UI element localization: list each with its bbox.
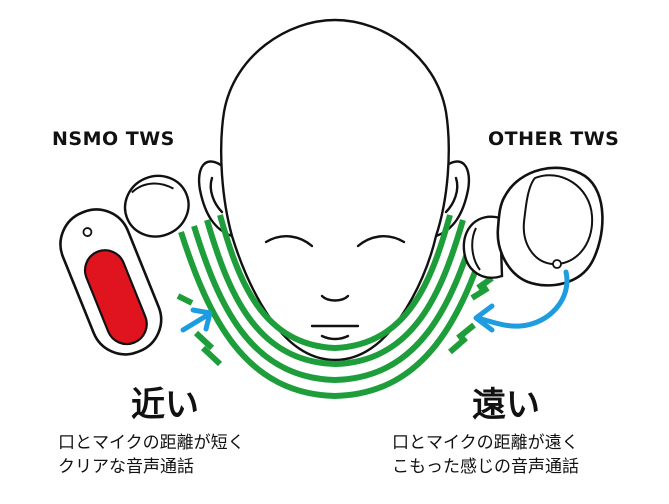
right-mic-arrow <box>475 269 570 329</box>
other-earbud-icon <box>462 166 604 287</box>
wave-2 <box>204 219 466 368</box>
right-mic-arrowhead <box>473 303 495 333</box>
nsmo-earbud-stem <box>83 249 148 346</box>
wave-seg-right-1 <box>476 275 494 291</box>
nose <box>320 294 350 302</box>
wave-seg-right-3 <box>456 322 476 341</box>
nsmo-ear-tip <box>123 174 190 238</box>
wave-seg-left-2 <box>193 330 215 351</box>
nsmo-model-label: NSMO TWS <box>52 128 175 150</box>
right-ear-inner <box>444 176 459 214</box>
sound-wave-icon <box>176 214 494 400</box>
wave-seg-right-4 <box>448 335 468 355</box>
left-eye <box>264 235 314 248</box>
wave-4 <box>178 231 492 400</box>
wave-3 <box>191 225 479 384</box>
near-label: 近い <box>131 385 199 425</box>
left-mic-arrowhead <box>190 307 213 332</box>
other-description-line-2: こもった感じの音声通話 <box>392 457 579 477</box>
wave-seg-right-2 <box>470 285 490 301</box>
nsmo-earbud-led <box>82 227 93 237</box>
far-label: 遠い <box>472 385 540 425</box>
other-earbud-mic <box>552 259 562 269</box>
nsmo-earbud-icon <box>59 174 190 356</box>
mic-arrow-icon <box>180 269 570 333</box>
nsmo-description-line-1: 口とマイクの距離が短く <box>58 433 245 453</box>
wave-1 <box>217 214 453 352</box>
other-description-line-1: 口とマイクの距離が遠く <box>392 433 579 453</box>
head-outline <box>219 18 450 362</box>
other-model-label: OTHER TWS <box>488 128 620 150</box>
wave-seg-left-1 <box>176 293 194 306</box>
right-eye <box>356 235 406 248</box>
wave-seg-left-3 <box>200 345 223 367</box>
lower-lip <box>320 334 350 341</box>
nsmo-description-line-2: クリアな音声通話 <box>58 457 194 477</box>
left-mic-arrow <box>180 313 209 333</box>
left-ear-inner <box>209 176 224 214</box>
other-ear-tip <box>462 215 504 279</box>
